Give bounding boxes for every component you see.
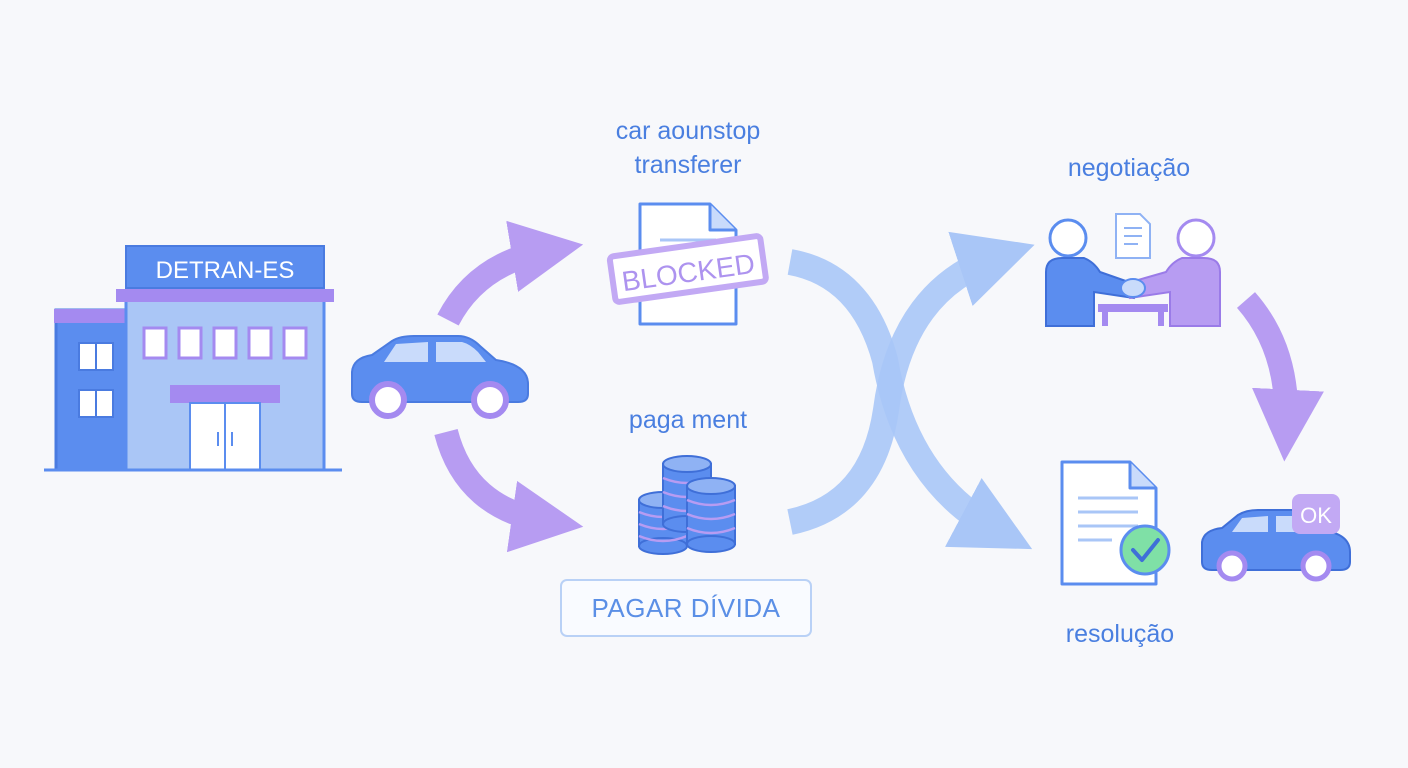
arrow-negotiation-to-result xyxy=(1236,292,1324,462)
check-icon xyxy=(1119,524,1171,576)
transfer-label-line2: transferer xyxy=(634,151,742,179)
payment-label: paga ment xyxy=(628,406,748,434)
ok-car-icon: OK xyxy=(1201,494,1351,582)
arrow-payment-to-negotiation xyxy=(787,231,1035,535)
handshake-icon xyxy=(1045,213,1221,327)
ok-badge: OK xyxy=(1300,503,1332,528)
pay-debt-button[interactable]: PAGAR DÍVIDA xyxy=(560,579,812,637)
coins-icon xyxy=(638,455,736,555)
arrow-to-transfer xyxy=(437,220,584,326)
certificate-icon xyxy=(1060,460,1171,586)
document-icon: BLOCKED xyxy=(606,202,769,326)
negotiation-label: negotiação xyxy=(1067,154,1191,182)
car-icon xyxy=(351,335,529,419)
blocked-stamp: BLOCKED xyxy=(606,233,769,305)
transfer-label-line1: car aounstop xyxy=(615,117,761,145)
building-icon: DETRAN-ES xyxy=(44,245,342,472)
arrow-to-payment xyxy=(434,428,584,553)
building-sign: DETRAN-ES xyxy=(156,257,295,284)
resolution-label: resolução xyxy=(1065,620,1175,648)
